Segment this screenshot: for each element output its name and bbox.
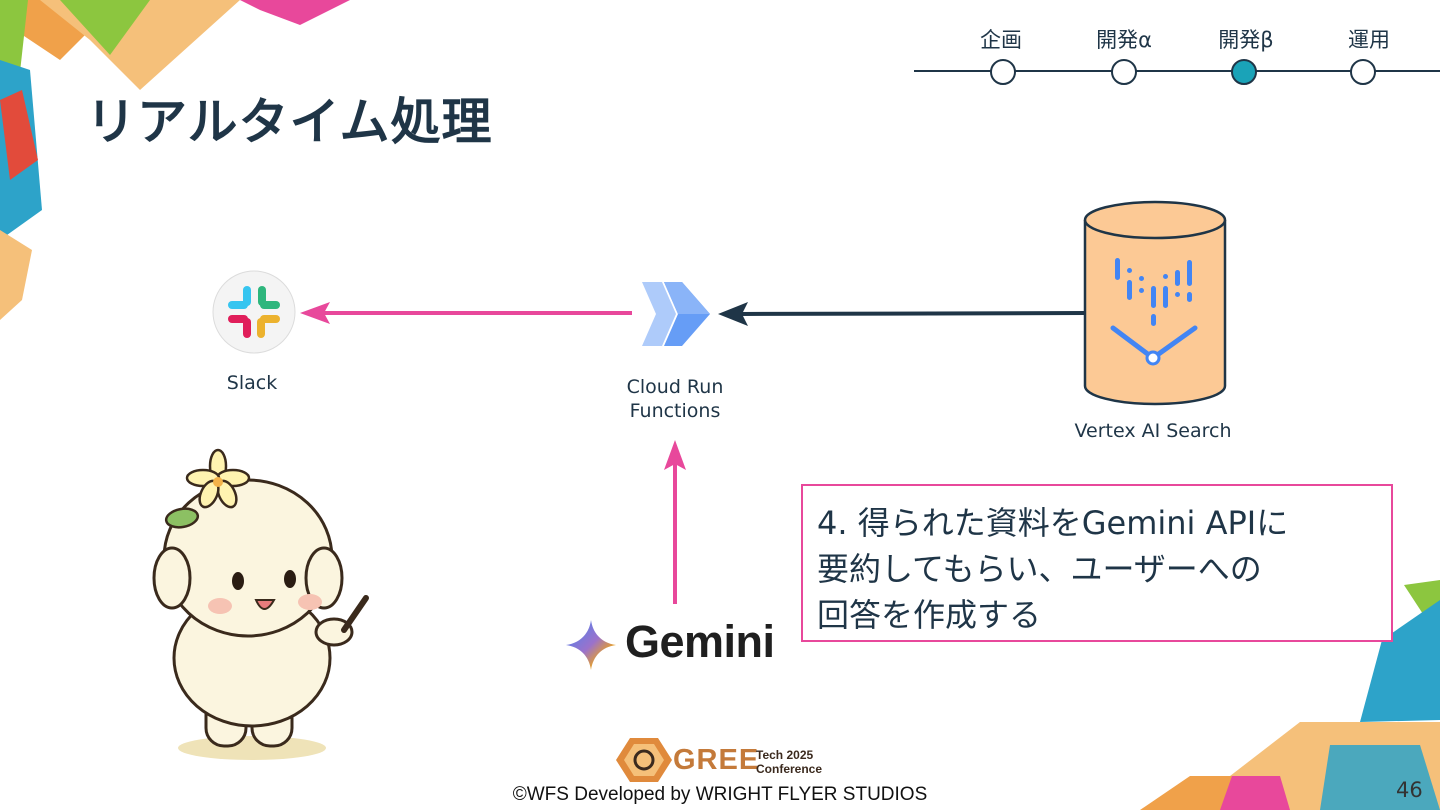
gemini-sparkle-icon	[566, 620, 616, 670]
vertex-dots-icon	[1115, 258, 1192, 326]
step-label-operation: 運用	[1348, 28, 1390, 52]
cloud-run-label-line2: Functions	[629, 400, 721, 422]
logo-tech: Tech	[756, 748, 784, 762]
slide-title: リアルタイム処理	[86, 93, 493, 151]
step-marker-planning	[990, 59, 1016, 85]
deco-shape	[240, 0, 350, 25]
progress-line	[914, 70, 1440, 72]
cloud-run-label-line1: Cloud Run	[626, 376, 724, 398]
arrow-head-cloudrun	[718, 302, 748, 326]
gree-conference-logo-icon	[616, 738, 672, 782]
cloud-run-icon	[642, 282, 710, 346]
copyright-text: ©WFS Developed by WRIGHT FLYER STUDIOS	[512, 784, 928, 805]
deco-shape	[1220, 776, 1290, 810]
step-label-dev-alpha: 開発α	[1096, 28, 1152, 52]
gree-logo-subtext: Tech 2025 Conference	[756, 748, 822, 776]
step-marker-dev-beta	[1231, 59, 1257, 85]
deco-shape	[1320, 745, 1440, 810]
slack-logo-icon	[212, 270, 296, 354]
logo-year: 2025	[786, 748, 814, 762]
vertex-ai-search-database-icon	[1083, 200, 1227, 406]
slack-label: Slack	[226, 372, 278, 394]
deco-shape	[60, 0, 150, 55]
step-marker-operation	[1350, 59, 1376, 85]
arrow-vertex-to-cloudrun	[739, 311, 1087, 316]
page-number: 46	[1396, 778, 1423, 802]
logo-conference: Conference	[756, 762, 823, 776]
step-label-planning: 企画	[980, 28, 1022, 52]
deco-shape	[0, 230, 32, 320]
callout-box: 4. 得られた資料をGemini APIに 要約してもらい、ユーザーへの 回答を…	[801, 484, 1393, 642]
arrow-head-slack	[300, 302, 330, 324]
step-marker-dev-alpha	[1111, 59, 1137, 85]
callout-line: 回答を作成する	[817, 596, 1042, 634]
callout-line: 要約してもらい、ユーザーへの	[817, 550, 1262, 588]
arrow-head-up	[664, 440, 686, 470]
vertex-ai-search-label: Vertex AI Search	[1074, 420, 1232, 442]
callout-line: 4. 得られた資料をGemini APIに	[817, 504, 1289, 542]
deco-shape	[0, 90, 38, 180]
deco-shape	[1230, 722, 1330, 776]
gemini-wordmark: Gemini	[625, 616, 775, 667]
step-label-dev-beta: 開発β	[1218, 28, 1274, 52]
gree-logo-text: GREE	[673, 744, 760, 776]
deco-shape	[1360, 600, 1440, 722]
sheep-mascot-illustration	[152, 448, 369, 760]
